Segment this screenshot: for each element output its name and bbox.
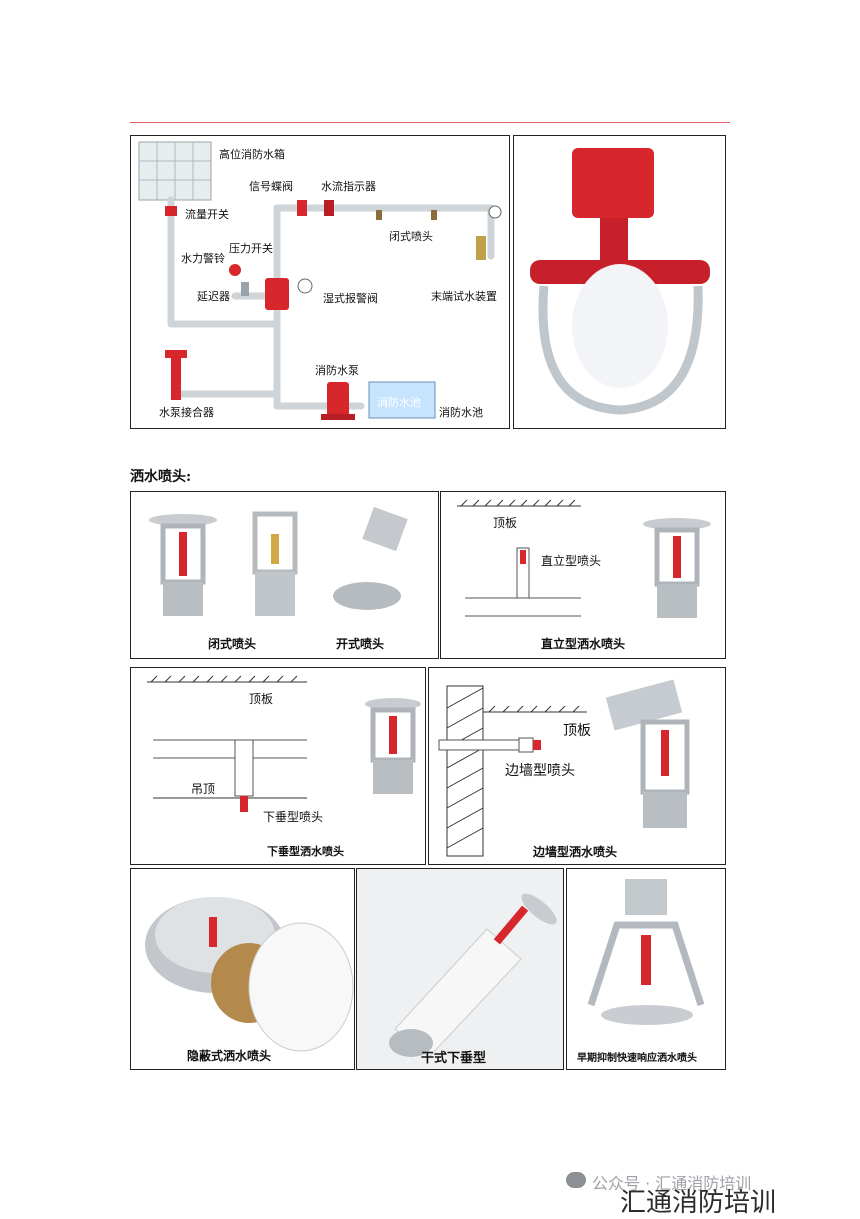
label-pressure-switch: 压力开关 <box>229 242 273 255</box>
pendent-ceiling-label: 顶板 <box>249 692 274 706</box>
wet-alarm-valve-icon <box>265 278 313 310</box>
head-photos <box>149 506 408 616</box>
label-pool-box: 消防水池 <box>377 396 421 409</box>
open-head-icon <box>333 506 408 610</box>
watermark-brand: 汇通消防培训 <box>620 1188 777 1218</box>
label-pump-connector: 水泵接合器 <box>159 406 214 419</box>
label-pool: 消防水池 <box>439 406 483 419</box>
sidewall-head-label: 边墙型喷头 <box>505 763 575 779</box>
upright-head-label: 直立型喷头 <box>541 554 602 568</box>
water-bell-icon <box>229 264 241 276</box>
dry-pendent-caption: 干式下垂型 <box>421 1051 487 1066</box>
pendent-drawing <box>147 675 421 812</box>
flow-indicator-photo <box>530 148 710 415</box>
water-tank-icon <box>138 141 212 201</box>
flow-indicator-icon <box>324 200 334 216</box>
dry-pendent-panel: 干式下垂型 <box>356 868 564 1070</box>
dry-pendent-photo <box>389 893 557 1058</box>
esfr-panel: 早期抑制快速响应洒水喷头 <box>566 868 726 1070</box>
esfr-photo <box>587 879 705 1025</box>
test-device-icon <box>476 205 502 260</box>
sidewall-panel: 顶板 边墙型喷头 边墙型洒水喷头 <box>428 667 726 865</box>
closed-open-panel: 闭式喷头 开式喷头 <box>130 491 439 659</box>
sidewall-drawing <box>438 679 690 857</box>
system-diagram-panel: 高位消防水箱 信号蝶阀 水流指示器 流量开关 闭式喷头 水力警铃 压力开关 延迟… <box>130 135 510 429</box>
pendent-head-label: 下垂型喷头 <box>263 810 324 824</box>
label-wet-alarm-valve: 湿式报警阀 <box>323 292 378 305</box>
fire-pump-icon <box>321 382 355 420</box>
sidewall-head-icon <box>605 679 690 828</box>
concealed-caption: 隐蔽式洒水喷头 <box>187 1049 272 1063</box>
open-head-caption: 开式喷头 <box>336 637 385 651</box>
label-flow-switch: 流量开关 <box>185 208 229 221</box>
pendent-panel: 顶板 吊顶 下垂型喷头 下垂型洒水喷头 <box>130 667 426 865</box>
label-test-device: 末端试水装置 <box>431 290 497 303</box>
wechat-icon <box>566 1172 586 1188</box>
label-fire-pump: 消防水泵 <box>315 364 359 377</box>
pressure-switch-icon <box>241 282 249 296</box>
closed-head-caption: 闭式喷头 <box>208 637 257 651</box>
system-diagram-pipes <box>138 141 502 420</box>
top-divider <box>130 122 730 123</box>
sidewall-caption: 边墙型洒水喷头 <box>533 845 618 859</box>
label-water-bell: 水力警铃 <box>181 252 225 265</box>
esfr-caption: 早期抑制快速响应洒水喷头 <box>577 1053 697 1064</box>
closed-head-icon <box>149 514 217 616</box>
label-closed-head: 闭式喷头 <box>389 230 433 243</box>
sprinkler-icons <box>376 210 437 220</box>
pump-connector-icon <box>165 350 187 400</box>
pool-box <box>368 381 436 419</box>
upright-drawing <box>457 499 711 618</box>
concealed-photo <box>145 897 354 1052</box>
upright-caption: 直立型洒水喷头 <box>541 637 626 651</box>
pendent-head-icon <box>365 698 421 794</box>
upright-panel: 顶板 直立型喷头 直立型洒水喷头 <box>440 491 726 659</box>
pendent-caption: 下垂型洒水喷头 <box>267 845 344 858</box>
closed-head-icon-2 <box>252 511 298 616</box>
pendent-drop-ceiling-label: 吊顶 <box>191 782 216 796</box>
label-delay: 延迟器 <box>197 290 230 303</box>
upright-head-icon <box>643 518 711 618</box>
sidewall-ceiling-label: 顶板 <box>563 723 591 739</box>
flow-switch-icon <box>165 206 177 216</box>
upright-ceiling-label: 顶板 <box>493 516 518 530</box>
watermark-account: 公众号 · 汇通消防培训 <box>592 1174 752 1193</box>
butterfly-valve-icon <box>297 200 307 216</box>
concealed-panel: 隐蔽式洒水喷头 <box>130 868 355 1070</box>
label-flow-indicator: 水流指示器 <box>321 180 376 193</box>
label-tank: 高位消防水箱 <box>219 148 285 161</box>
section-title: 洒水喷头: <box>130 469 192 485</box>
label-butterfly-valve: 信号蝶阀 <box>249 180 293 193</box>
flow-indicator-photo-panel <box>513 135 726 429</box>
